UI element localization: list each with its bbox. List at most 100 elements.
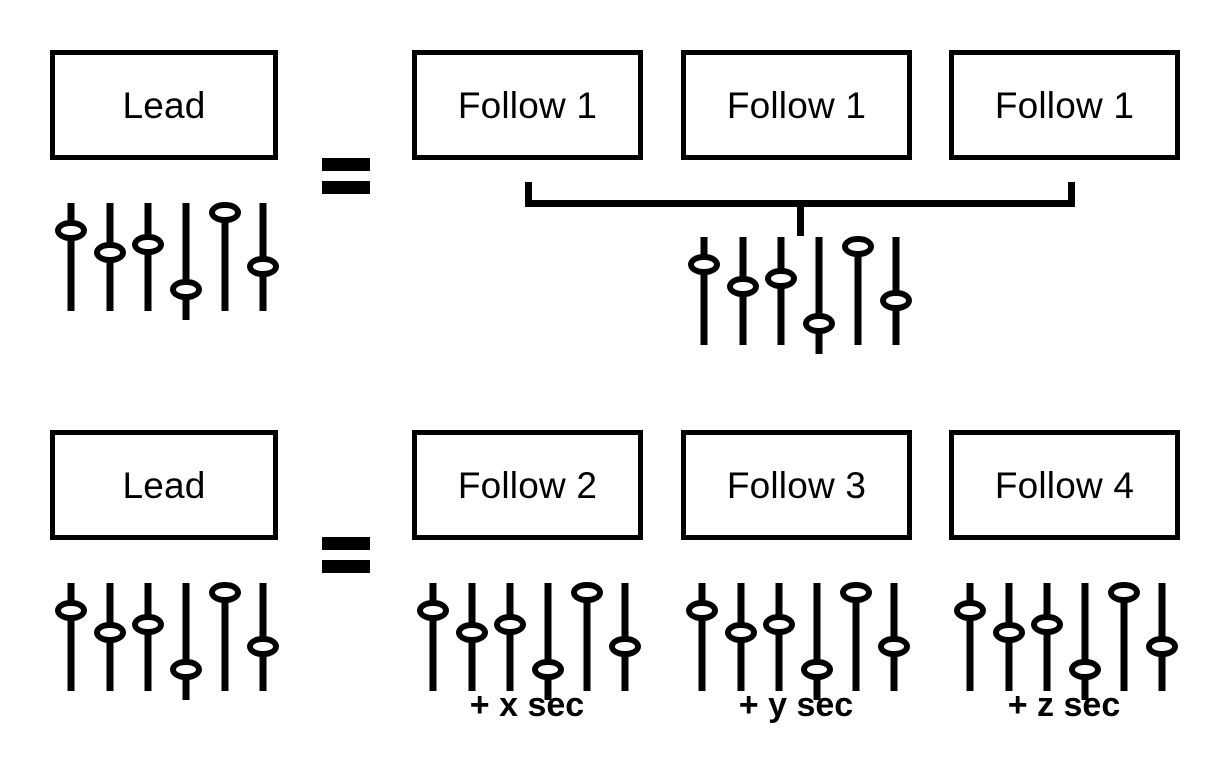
- lead-box-label: Lead: [122, 84, 206, 126]
- slider-knob[interactable]: [801, 659, 834, 681]
- slider-3[interactable]: [130, 583, 166, 691]
- slider-knob[interactable]: [55, 220, 88, 241]
- slider-3[interactable]: [492, 583, 528, 691]
- slider-5[interactable]: [1106, 581, 1142, 691]
- slider-3[interactable]: [1029, 583, 1065, 691]
- slider-5[interactable]: [840, 235, 876, 345]
- slider-knob[interactable]: [608, 635, 641, 657]
- slider-5[interactable]: [207, 581, 243, 691]
- slider-6[interactable]: [607, 583, 643, 691]
- slider-5[interactable]: [838, 581, 874, 691]
- slider-knob[interactable]: [55, 600, 88, 621]
- slider-knob[interactable]: [879, 289, 912, 311]
- slider-3[interactable]: [130, 203, 166, 311]
- slider-track: [1043, 583, 1051, 691]
- slider-knob[interactable]: [131, 614, 164, 636]
- slider-knob[interactable]: [208, 581, 241, 603]
- lead-slider-bank-row-2[interactable]: [52, 581, 282, 700]
- bracket-leg-right: [1068, 182, 1075, 207]
- slider-knob[interactable]: [839, 581, 872, 603]
- slider-3[interactable]: [761, 583, 797, 691]
- slider-5[interactable]: [207, 201, 243, 311]
- slider-knob[interactable]: [170, 659, 203, 681]
- slider-knob[interactable]: [688, 254, 721, 275]
- slider-2[interactable]: [725, 237, 761, 345]
- slider-knob[interactable]: [1145, 635, 1178, 657]
- slider-track: [1081, 583, 1089, 700]
- slider-knob[interactable]: [246, 635, 279, 657]
- slider-2[interactable]: [454, 583, 490, 691]
- slider-knob[interactable]: [455, 621, 488, 643]
- offset-caption-row-2-item-1: + x sec: [469, 686, 585, 724]
- slider-track: [182, 583, 190, 700]
- slider-4[interactable]: [1067, 583, 1103, 700]
- slider-knob[interactable]: [724, 621, 757, 643]
- slider-2[interactable]: [991, 583, 1027, 691]
- slider-2[interactable]: [92, 583, 128, 691]
- slider-knob[interactable]: [803, 313, 836, 335]
- follow-box-row-2-item-3[interactable]: Follow 4: [949, 430, 1180, 540]
- slider-knob[interactable]: [93, 621, 126, 643]
- slider-knob[interactable]: [954, 600, 987, 621]
- lead-slider-bank-row-1[interactable]: [52, 201, 282, 320]
- slider-knob[interactable]: [170, 279, 203, 301]
- slider-4[interactable]: [168, 583, 204, 700]
- follow-box-row-1-item-2[interactable]: Follow 1: [681, 50, 912, 160]
- slider-1[interactable]: [684, 583, 720, 691]
- slider-knob[interactable]: [877, 635, 910, 657]
- slider-1[interactable]: [686, 237, 722, 345]
- slider-knob[interactable]: [246, 255, 279, 277]
- slider-knob[interactable]: [1107, 581, 1140, 603]
- slider-4[interactable]: [799, 583, 835, 700]
- slider-track: [221, 583, 228, 691]
- slider-6[interactable]: [1144, 583, 1180, 691]
- slider-track: [506, 583, 514, 691]
- slider-1[interactable]: [53, 583, 89, 691]
- slider-knob[interactable]: [841, 235, 874, 257]
- slider-knob[interactable]: [762, 614, 795, 636]
- slider-knob[interactable]: [208, 201, 241, 223]
- slider-1[interactable]: [952, 583, 988, 691]
- follow-box-row-2-item-1[interactable]: Follow 2: [412, 430, 643, 540]
- slider-knob[interactable]: [93, 241, 126, 263]
- slider-6[interactable]: [245, 583, 281, 691]
- slider-knob[interactable]: [764, 268, 797, 290]
- follow-box-row-1-item-3[interactable]: Follow 1: [949, 50, 1180, 160]
- slider-knob[interactable]: [493, 614, 526, 636]
- slider-6[interactable]: [245, 203, 281, 311]
- slider-knob[interactable]: [532, 659, 565, 681]
- slider-track: [698, 583, 706, 691]
- slider-knob[interactable]: [131, 234, 164, 256]
- slider-1[interactable]: [53, 203, 89, 311]
- slider-knob[interactable]: [1030, 614, 1063, 636]
- slider-2[interactable]: [92, 203, 128, 311]
- slider-4[interactable]: [530, 583, 566, 700]
- slider-knob[interactable]: [726, 275, 759, 297]
- slider-6[interactable]: [876, 583, 912, 691]
- slider-track: [700, 237, 708, 345]
- follow-slider-bank-row-2-item-1[interactable]: [414, 581, 644, 700]
- slider-6[interactable]: [878, 237, 914, 345]
- lead-box-row-1[interactable]: Lead: [50, 50, 278, 160]
- slider-5[interactable]: [569, 581, 605, 691]
- equals-bar-top: [322, 158, 370, 171]
- slider-knob[interactable]: [992, 621, 1025, 643]
- slider-knob[interactable]: [570, 581, 603, 603]
- slider-knob[interactable]: [1069, 659, 1102, 681]
- slider-2[interactable]: [723, 583, 759, 691]
- follow-box-label: Follow 4: [994, 464, 1135, 506]
- shared-follow-slider-bank-row-1[interactable]: [685, 235, 915, 354]
- slider-knob[interactable]: [686, 600, 719, 621]
- follow-box-row-2-item-2[interactable]: Follow 3: [681, 430, 912, 540]
- lead-box-row-2[interactable]: Lead: [50, 430, 278, 540]
- follow-slider-bank-row-2-item-3[interactable]: [951, 581, 1181, 700]
- follow-slider-bank-row-2-item-2[interactable]: [683, 581, 913, 700]
- slider-track: [854, 237, 861, 345]
- slider-knob[interactable]: [417, 600, 450, 621]
- slider-3[interactable]: [763, 237, 799, 345]
- slider-1[interactable]: [415, 583, 451, 691]
- slider-track: [67, 203, 75, 311]
- follow-box-row-1-item-1[interactable]: Follow 1: [412, 50, 643, 160]
- slider-4[interactable]: [168, 203, 204, 320]
- slider-4[interactable]: [801, 237, 837, 354]
